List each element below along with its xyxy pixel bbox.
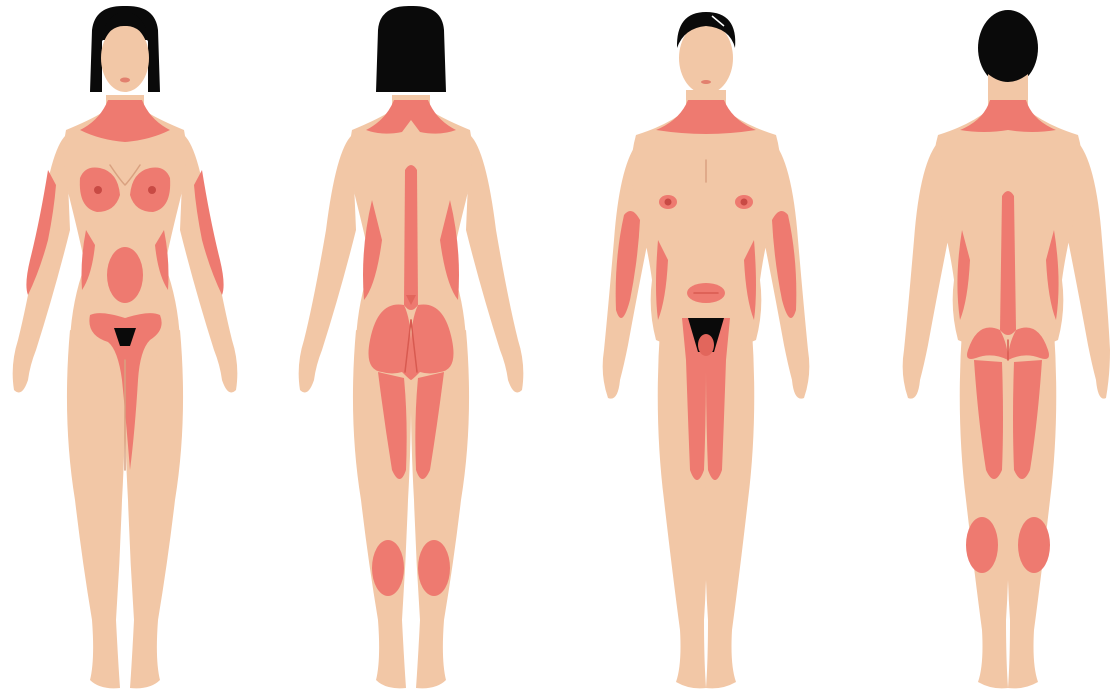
figure-woman-front: [13, 6, 238, 688]
figure-woman-back: [299, 6, 524, 688]
figure-man-back: [903, 10, 1110, 688]
figure-man-front: [603, 12, 810, 688]
